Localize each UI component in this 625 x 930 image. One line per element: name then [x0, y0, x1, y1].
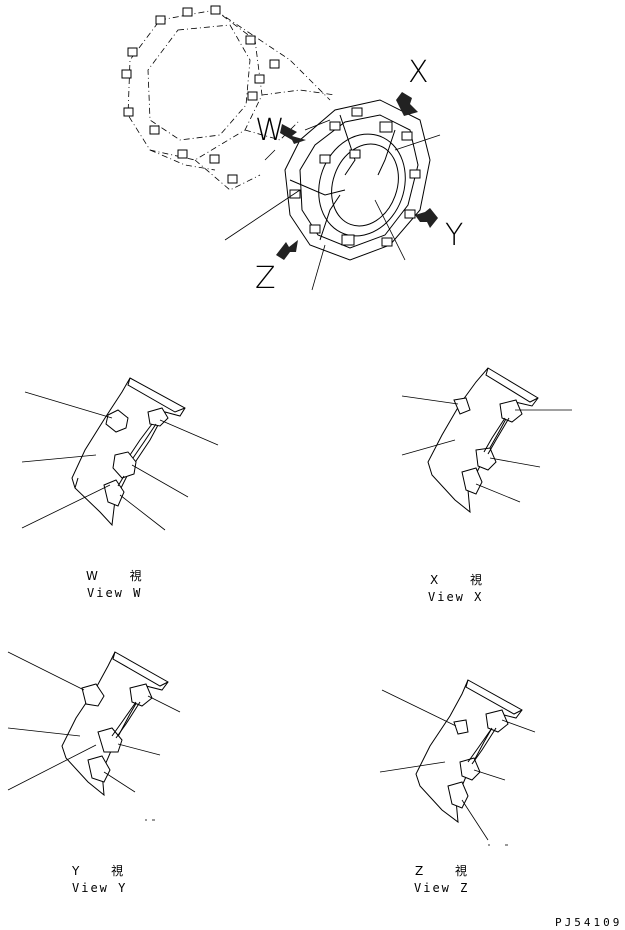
view-z-arrow — [276, 240, 298, 260]
leader-line — [311, 244, 326, 291]
view-y-arrow — [415, 208, 438, 228]
view-y-caption-jp: Y 視 — [71, 863, 137, 878]
view-z-caption-jp: Z 視 — [415, 863, 481, 878]
label-w: W — [255, 113, 285, 148]
detail-view-z — [379, 679, 536, 846]
view-w-arrow — [280, 124, 306, 144]
drawing-code: PJ54109 — [555, 916, 622, 929]
detail-view-y — [7, 651, 181, 821]
view-y-caption-en: View Y — [72, 881, 127, 895]
view-x-caption-jp: X 視 — [430, 572, 496, 587]
view-x-caption-en: View X — [428, 590, 483, 604]
label-y: Y — [445, 218, 463, 253]
leader-line — [264, 149, 276, 161]
leader-line — [394, 134, 441, 151]
view-w-caption-jp: W 視 — [86, 568, 156, 583]
leader-line — [224, 189, 301, 241]
detail-view-x — [401, 367, 572, 514]
view-w-caption-en: View W — [87, 586, 142, 600]
rear-housing-outline — [121, 5, 336, 191]
view-x-arrow — [396, 92, 418, 116]
front-housing — [284, 99, 431, 261]
leader-line — [374, 199, 406, 261]
main-assembly-view: W X Y Z — [121, 5, 463, 296]
label-x: X — [408, 55, 429, 90]
label-z: Z — [255, 261, 276, 296]
view-z-caption-en: View Z — [414, 881, 469, 895]
detail-view-w — [21, 377, 219, 531]
